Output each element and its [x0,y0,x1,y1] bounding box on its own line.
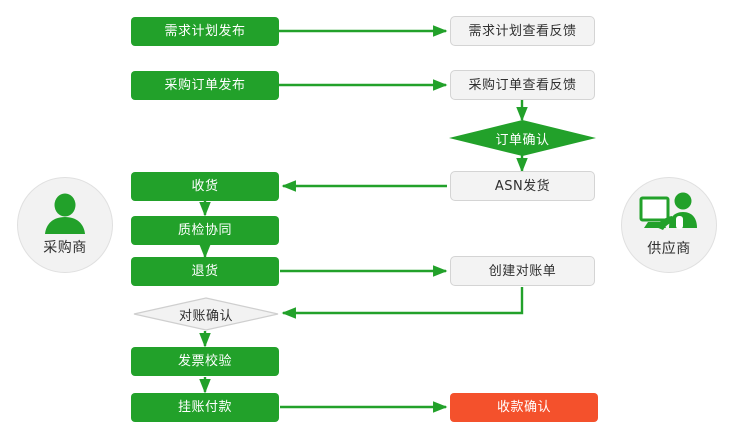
node-create-statement[interactable]: 创建对账单 [450,256,595,286]
node-label: 发票校验 [177,354,232,369]
node-label: 订单确认 [495,132,550,148]
node-label: ASN发货 [494,178,551,194]
node-invoice-verify[interactable]: 发票校验 [131,347,279,376]
node-label: 创建对账单 [488,263,557,279]
node-demand-plan-feedback[interactable]: 需求计划查看反馈 [450,16,595,46]
actor-buyer[interactable]: 采购商 [17,177,113,273]
node-label: 收货 [191,179,219,194]
person-at-computer-icon [639,192,699,236]
node-label: 退货 [191,264,219,279]
diamond-shape-gray [133,297,279,331]
node-label: 对账确认 [178,308,233,324]
node-label: 需求计划查看反馈 [468,23,577,39]
node-po-feedback[interactable]: 采购订单查看反馈 [450,70,595,100]
node-label: 需求计划发布 [164,24,246,39]
node-demand-plan-publish[interactable]: 需求计划发布 [131,17,279,46]
node-qc-collab[interactable]: 质检协同 [131,216,279,245]
actor-supplier[interactable]: 供应商 [621,177,717,273]
node-label: 质检协同 [177,223,232,238]
node-receive-goods[interactable]: 收货 [131,172,279,201]
actor-supplier-label: 供应商 [647,241,691,257]
actor-buyer-label: 采购商 [43,240,87,256]
node-payment-confirm[interactable]: 收款确认 [450,393,598,422]
edge-statement-to-confirm [281,287,524,319]
node-label: 挂账付款 [177,400,232,415]
node-statement-confirm[interactable]: 对账确认 [133,297,279,331]
node-label: 采购订单发布 [164,78,246,93]
node-return-goods[interactable]: 退货 [131,257,279,286]
node-label: 采购订单查看反馈 [468,77,577,93]
person-icon [42,193,88,235]
node-po-publish[interactable]: 采购订单发布 [131,71,279,100]
node-payable-payment[interactable]: 挂账付款 [131,393,279,422]
node-label: 收款确认 [496,400,551,415]
diamond-shape-green [449,120,596,156]
node-asn-ship[interactable]: ASN发货 [450,171,595,201]
node-order-confirm[interactable]: 订单确认 [449,120,596,156]
